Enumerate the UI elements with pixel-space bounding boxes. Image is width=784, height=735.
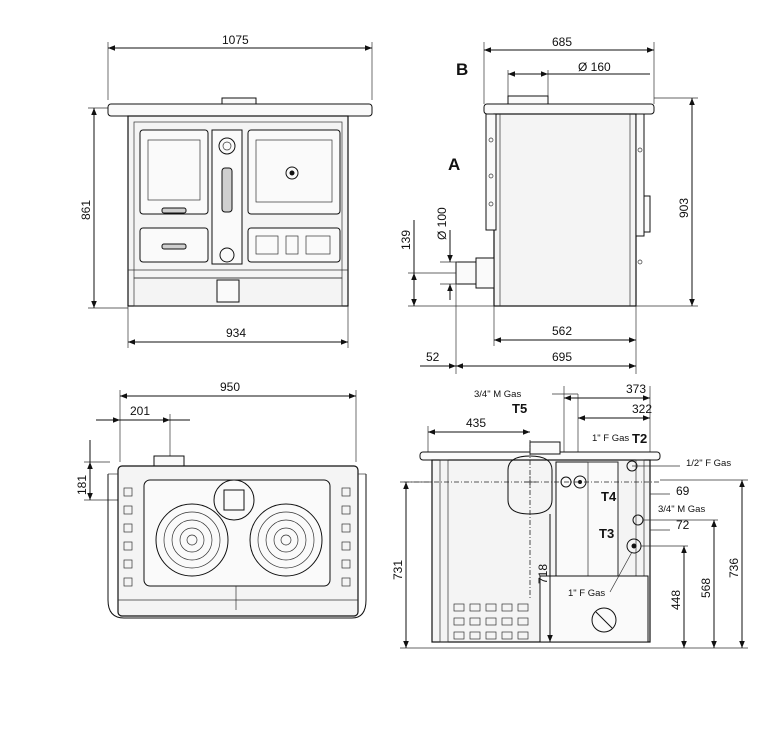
rear-dim-448: 448 bbox=[669, 590, 683, 610]
conn-t2-id: T2 bbox=[632, 431, 647, 446]
side-offset: 52 bbox=[426, 350, 440, 364]
top-flue-offset: 201 bbox=[130, 404, 150, 418]
side-depth-top: 685 bbox=[552, 35, 572, 49]
label-a: A bbox=[448, 155, 460, 174]
label-b: B bbox=[456, 60, 468, 79]
front-height: 861 bbox=[79, 200, 93, 220]
rear-dim-718: 718 bbox=[536, 564, 550, 584]
side-flue-diameter: Ø 100 bbox=[435, 207, 449, 240]
side-view: B A 685 Ø 160 Ø 100 bbox=[399, 35, 698, 374]
rear-dim-322: 322 bbox=[632, 402, 652, 416]
side-depth-inner: 562 bbox=[552, 324, 572, 338]
conn-t5-id: T5 bbox=[512, 401, 527, 416]
rear-dim-731: 731 bbox=[391, 560, 405, 580]
side-height: 903 bbox=[677, 198, 691, 218]
side-flue-top-diameter: Ø 160 bbox=[578, 60, 611, 74]
front-width-top: 1075 bbox=[222, 33, 249, 47]
conn-t5-label: 3/4" M Gas bbox=[474, 389, 521, 400]
rear-dim-435: 435 bbox=[466, 416, 486, 430]
conn-t4-id: T4 bbox=[601, 489, 617, 504]
top-flue-depth: 181 bbox=[75, 475, 89, 495]
conn-t4-label: 3/4" M Gas bbox=[658, 504, 705, 515]
front-width-bottom: 934 bbox=[226, 326, 246, 340]
rear-dim-736: 736 bbox=[727, 558, 741, 578]
rear-dim-69: 69 bbox=[676, 484, 690, 498]
rear-dim-72: 72 bbox=[676, 518, 690, 532]
side-flue-height: 139 bbox=[399, 230, 413, 250]
conn-half-label: 1/2" F Gas bbox=[686, 458, 731, 469]
top-view: 950 201 181 bbox=[75, 380, 367, 619]
top-width: 950 bbox=[220, 380, 240, 394]
front-view: 1075 861 bbox=[79, 33, 373, 348]
rear-view: 3/4" M Gas T5 373 322 435 1" F Gas T2 bbox=[391, 382, 748, 649]
conn-t2-label: 1" F Gas bbox=[592, 433, 629, 444]
rear-dim-568: 568 bbox=[699, 578, 713, 598]
rear-dim-373: 373 bbox=[626, 382, 646, 396]
conn-t3-id: T3 bbox=[599, 526, 614, 541]
conn-t3-label: 1" F Gas bbox=[568, 588, 605, 599]
side-depth-total: 695 bbox=[552, 350, 572, 364]
